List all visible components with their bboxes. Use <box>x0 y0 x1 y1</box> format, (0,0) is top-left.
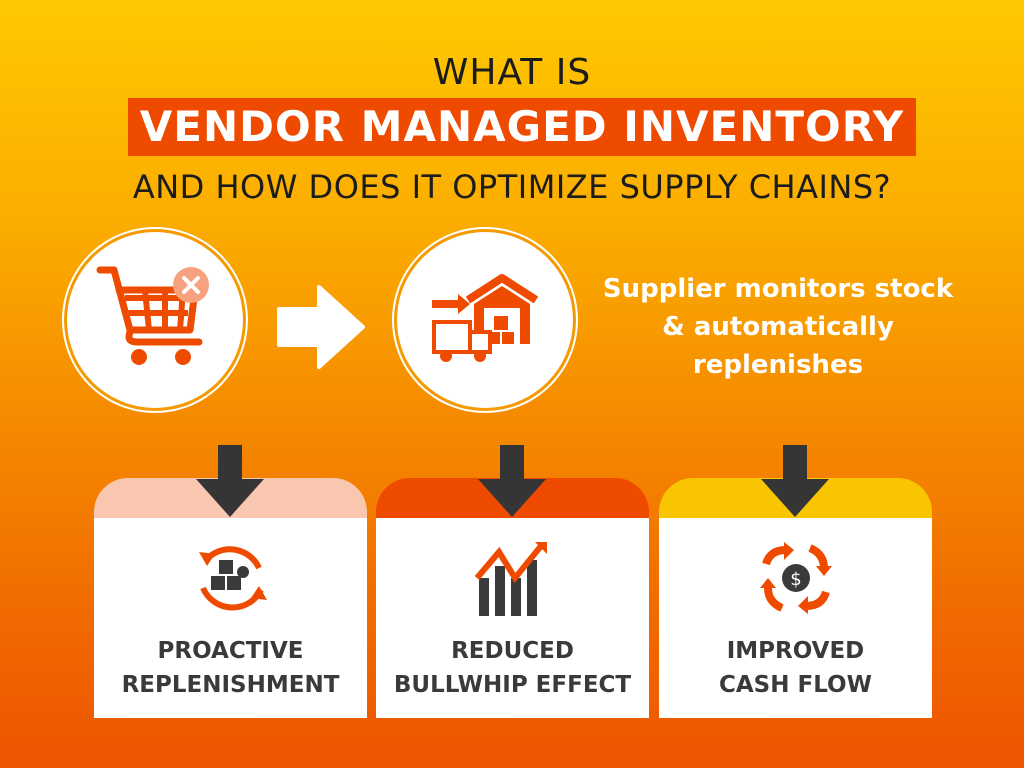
svg-text:$: $ <box>790 569 801 590</box>
bar-chart-trend-icon <box>474 542 547 616</box>
arrow-down-icon <box>761 445 829 517</box>
benefit-label-line1: IMPROVED <box>726 638 865 664</box>
arrow-down-icon <box>196 445 264 517</box>
title-line-1: WHAT IS <box>432 52 592 93</box>
cart-circle <box>67 232 243 408</box>
warehouse-truck-icon <box>432 274 539 362</box>
dollar-cycle-icon: $ <box>759 542 832 614</box>
boxes-cycle-icon <box>198 546 267 611</box>
benefit-label-line2: CASH FLOW <box>719 672 872 698</box>
title-line-3: AND HOW DOES IT OPTIMIZE SUPPLY CHAINS? <box>132 168 892 206</box>
process-description: Supplier monitors stock & automatically … <box>602 274 954 380</box>
benefit-label-line2: REPLENISHMENT <box>121 672 340 698</box>
title-highlight: VENDOR MANAGED INVENTORY <box>128 98 916 156</box>
benefit-label-line1: PROACTIVE <box>157 638 304 664</box>
arrow-right-icon <box>277 285 365 369</box>
benefit-card-proactive-replenishment: PROACTIVE REPLENISHMENT <box>94 478 367 718</box>
warehouse-circle <box>397 232 573 408</box>
benefit-label-line2: BULLWHIP EFFECT <box>393 672 632 698</box>
shopping-cart-x-icon <box>96 266 209 365</box>
arrow-down-icon <box>478 445 546 517</box>
benefit-label-line1: REDUCED <box>451 638 574 664</box>
